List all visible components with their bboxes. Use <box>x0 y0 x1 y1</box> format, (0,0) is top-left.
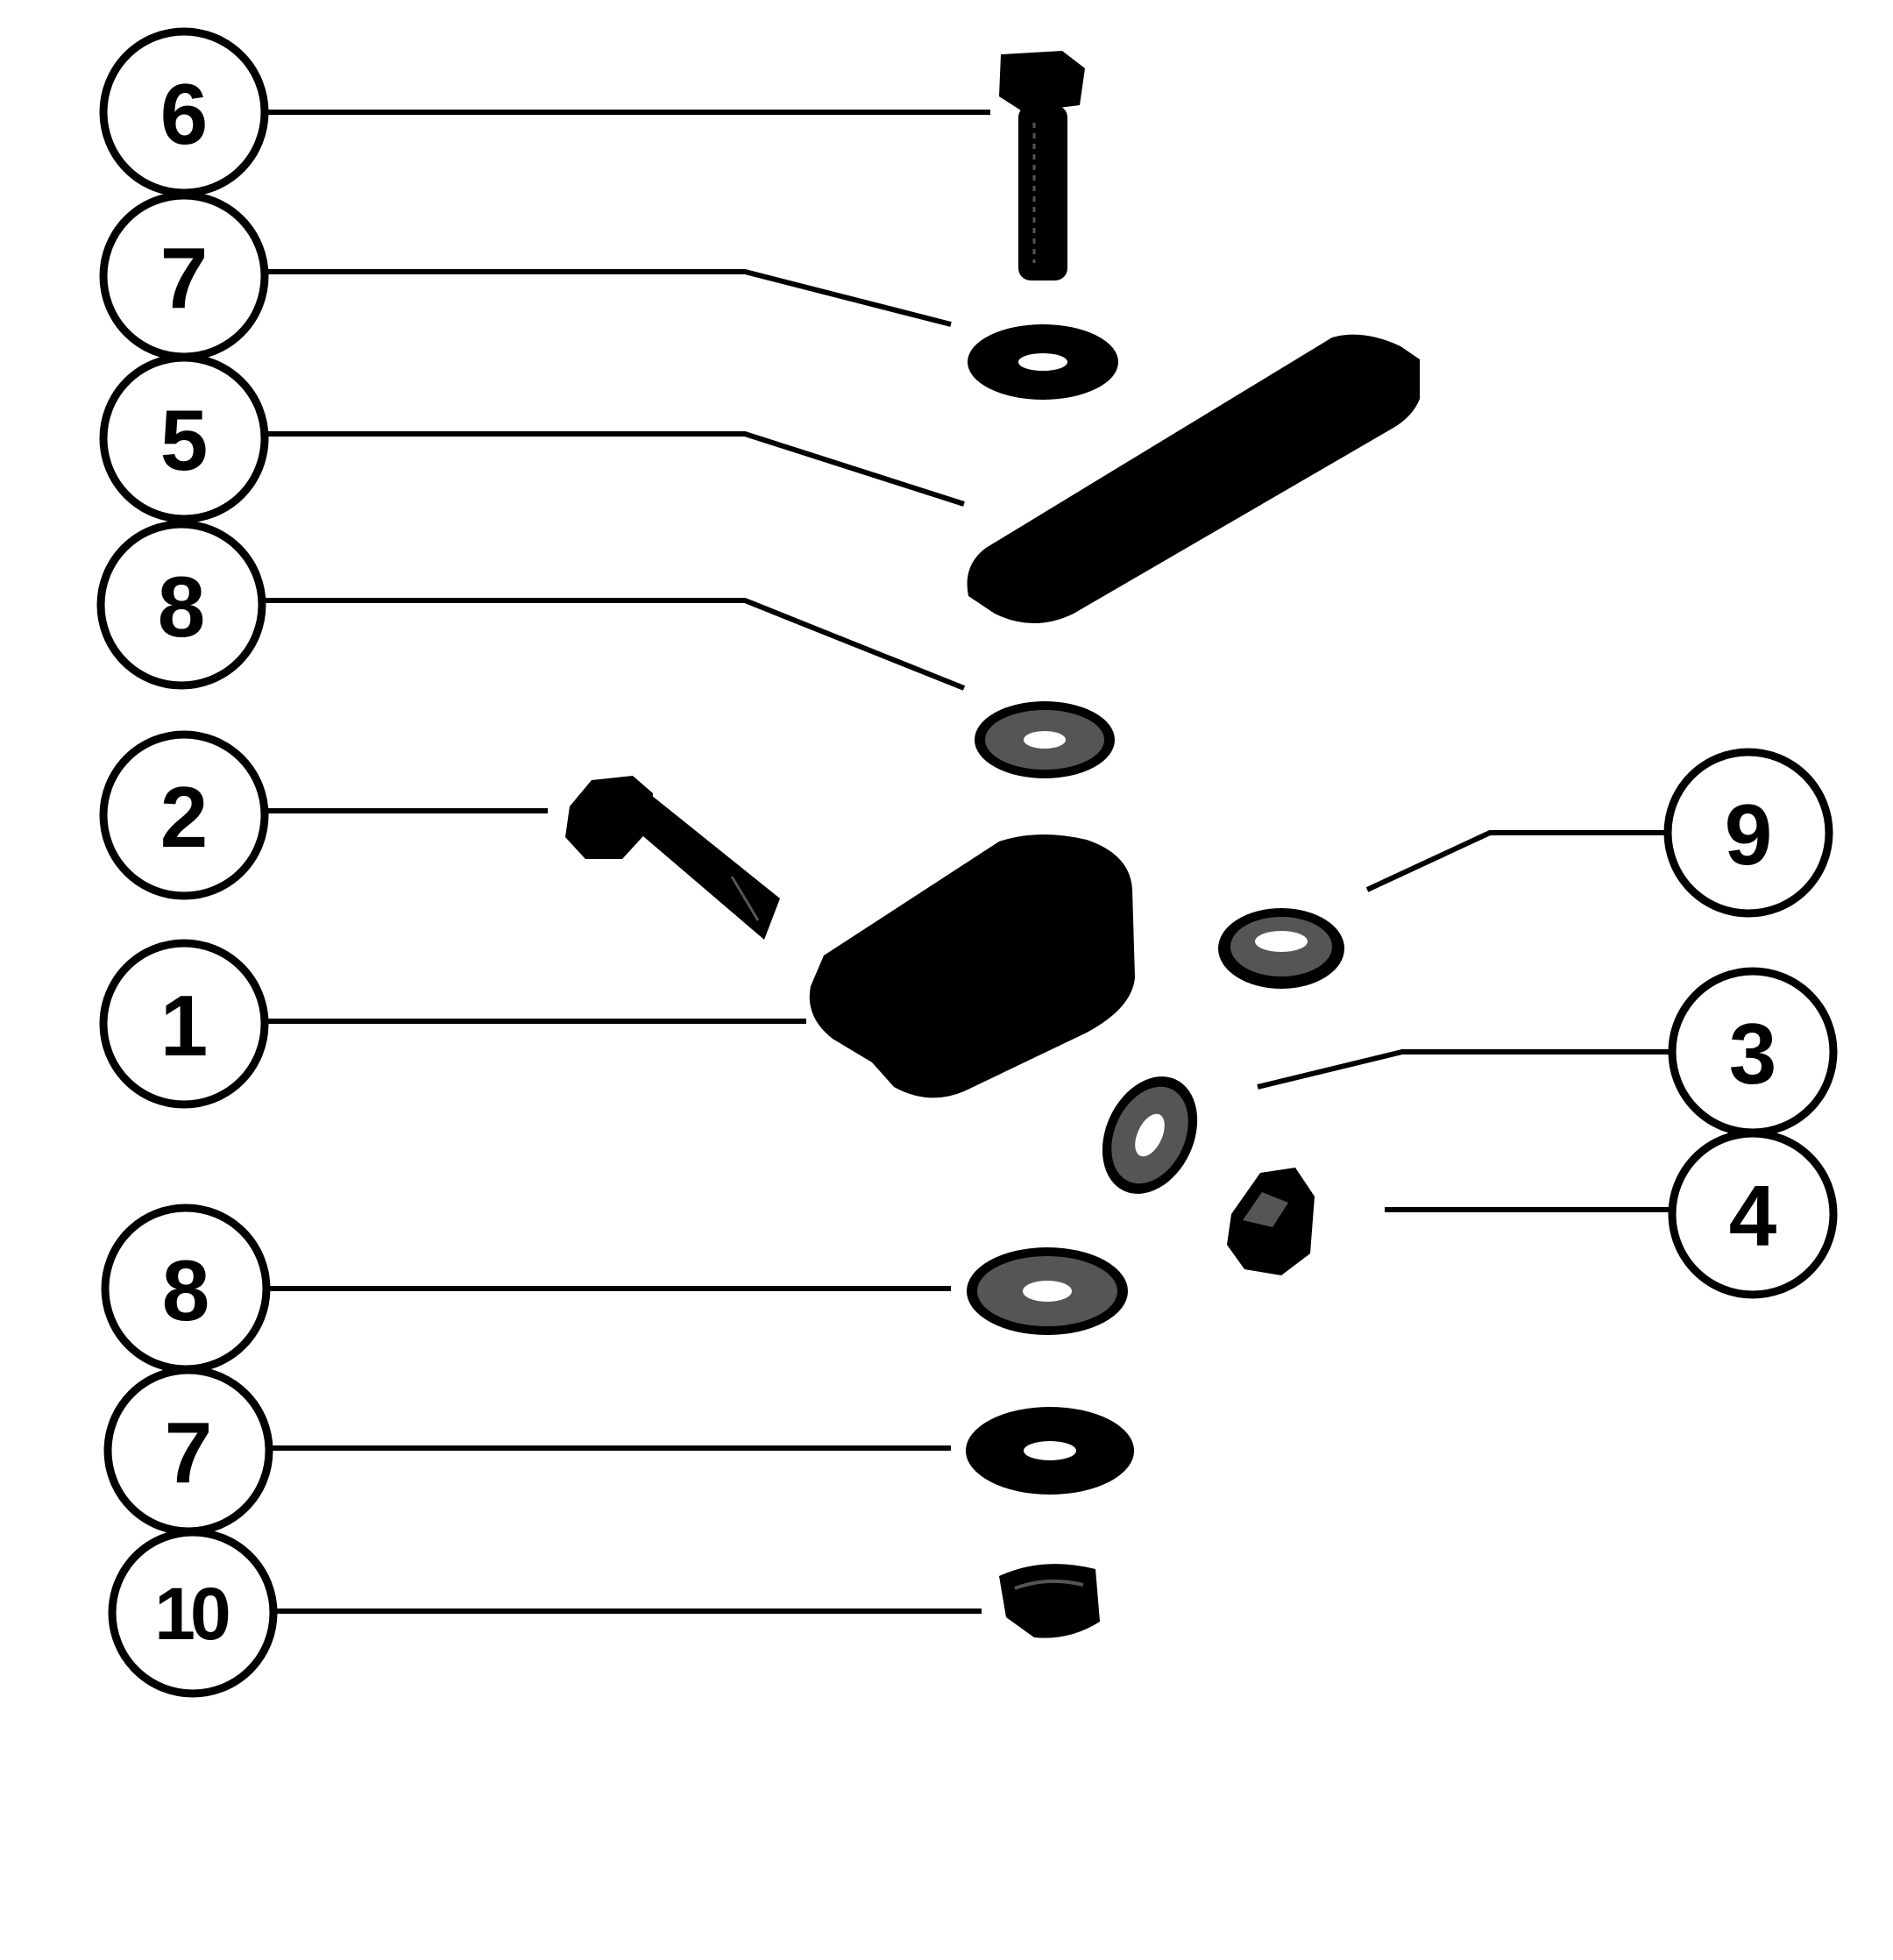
flat-washer-top-part <box>968 324 1118 400</box>
hex-bolt-part <box>999 51 1085 281</box>
callout-8-bottom-label: 8 <box>162 1242 210 1339</box>
callout-6-label: 6 <box>160 66 209 162</box>
callout-9-label: 9 <box>1725 786 1773 883</box>
leader-9 <box>1365 830 1670 892</box>
callout-5: 5 <box>99 353 269 523</box>
lock-washer-bottom-part <box>967 1247 1128 1335</box>
lock-washer-tilted-part <box>1102 1076 1198 1194</box>
callout-7-bottom: 7 <box>103 1366 273 1536</box>
callout-8-bottom: 8 <box>101 1204 271 1374</box>
callout-8-top-label: 8 <box>158 558 206 655</box>
flat-washer-bottom-part <box>966 1407 1134 1495</box>
callout-3-label: 3 <box>1729 1005 1777 1102</box>
leader-5 <box>267 431 965 507</box>
callout-10-label: 10 <box>154 1573 229 1655</box>
leader-8-top <box>263 598 966 691</box>
callout-8-top: 8 <box>96 520 266 690</box>
leader-lines <box>263 110 1674 1614</box>
angled-bolt-part <box>565 776 780 940</box>
leader-3 <box>1257 1049 1674 1090</box>
mounting-block-part <box>809 834 1135 1098</box>
callout-2-label: 2 <box>160 769 209 865</box>
callout-9: 9 <box>1663 748 1833 918</box>
callout-1-label: 1 <box>160 977 209 1074</box>
callouts: 6 7 5 8 2 1 8 7 <box>96 27 1838 1698</box>
lock-washer-top-part <box>975 701 1115 778</box>
leader-7-top <box>267 269 952 327</box>
callout-4: 4 <box>1668 1129 1838 1299</box>
flat-bar-part <box>967 334 1420 623</box>
callout-10: 10 <box>108 1528 278 1698</box>
spacer-washer-part <box>1218 908 1344 989</box>
callout-4-label: 4 <box>1729 1168 1777 1264</box>
callout-2: 2 <box>99 730 269 900</box>
callout-3: 3 <box>1668 967 1838 1137</box>
callout-6: 6 <box>99 27 269 197</box>
callout-5-label: 5 <box>160 392 209 488</box>
callout-1: 1 <box>99 939 269 1109</box>
callout-7-bottom-label: 7 <box>165 1404 213 1501</box>
callout-7-top-label: 7 <box>160 230 209 326</box>
hex-nut-part <box>1227 1168 1315 1275</box>
nut-part <box>999 1564 1100 1638</box>
callout-7-top: 7 <box>99 191 269 361</box>
